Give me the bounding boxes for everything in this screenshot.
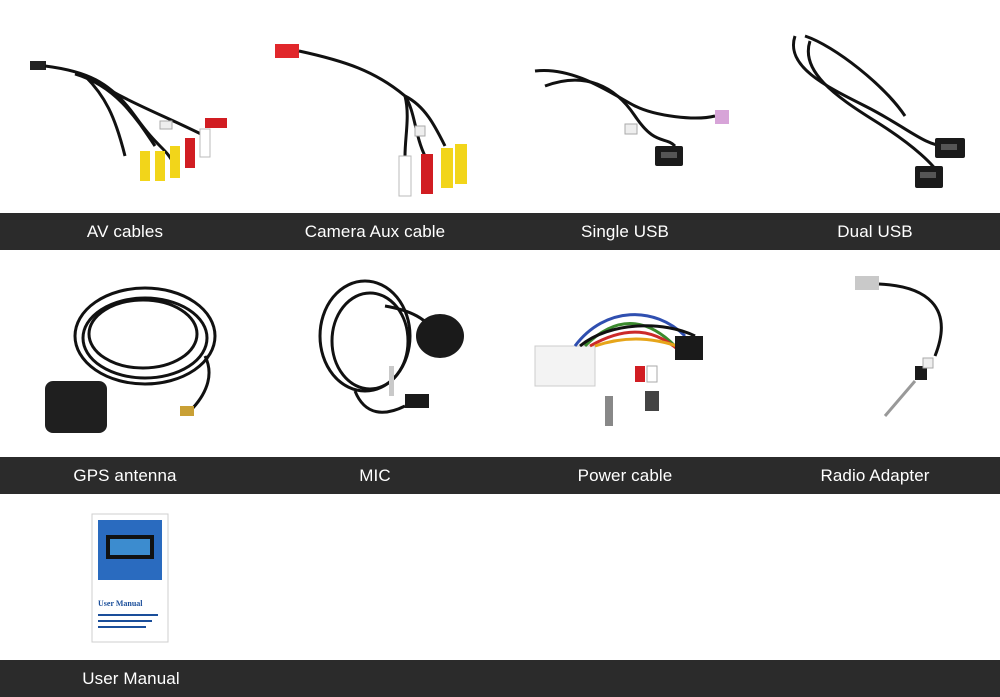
user-manual-image: User Manual xyxy=(0,505,262,655)
mic-image xyxy=(250,258,500,454)
label-mic: MIC xyxy=(359,465,391,485)
dual-usb-icon xyxy=(792,34,965,188)
av-cables-image xyxy=(0,20,250,212)
product-row-1 xyxy=(0,20,1000,212)
single-usb-image xyxy=(500,20,750,212)
user-manual-icon: User Manual xyxy=(91,513,169,643)
label-bar-1: AV cables Camera Aux cable Single USB Du… xyxy=(0,213,1000,250)
label-radio-adapter: Radio Adapter xyxy=(820,465,930,485)
dual-usb-image xyxy=(750,20,1000,212)
label-av-cables: AV cables xyxy=(86,221,164,241)
label-single-usb: Single USB xyxy=(581,221,669,241)
product-row-3: User Manual xyxy=(0,505,1000,655)
gps-antenna-icon xyxy=(45,286,217,433)
label-gps-antenna: GPS antenna xyxy=(73,465,177,485)
label-user-manual: User Manual xyxy=(82,668,180,688)
label-dual-usb: Dual USB xyxy=(837,221,913,241)
label-bar-2: GPS antenna MIC Power cable Radio Adapte… xyxy=(0,457,1000,494)
power-cable-icon xyxy=(534,313,703,426)
label-camera-aux-cable: Camera Aux cable xyxy=(304,221,446,241)
single-usb-icon xyxy=(534,68,729,166)
gps-antenna-image xyxy=(0,258,250,454)
label-power-cable: Power cable xyxy=(577,465,673,485)
camera-aux-cable-icon xyxy=(275,44,467,197)
radio-adapter-icon xyxy=(855,276,943,417)
manual-cover-title: User Manual xyxy=(98,599,143,608)
av-cables-icon xyxy=(30,61,227,181)
camera-aux-cable-image xyxy=(250,20,500,212)
label-bar-3: User Manual xyxy=(0,660,1000,697)
radio-adapter-image xyxy=(750,258,1000,454)
power-cable-image xyxy=(500,258,750,454)
mic-icon xyxy=(318,279,464,414)
product-row-2 xyxy=(0,258,1000,454)
